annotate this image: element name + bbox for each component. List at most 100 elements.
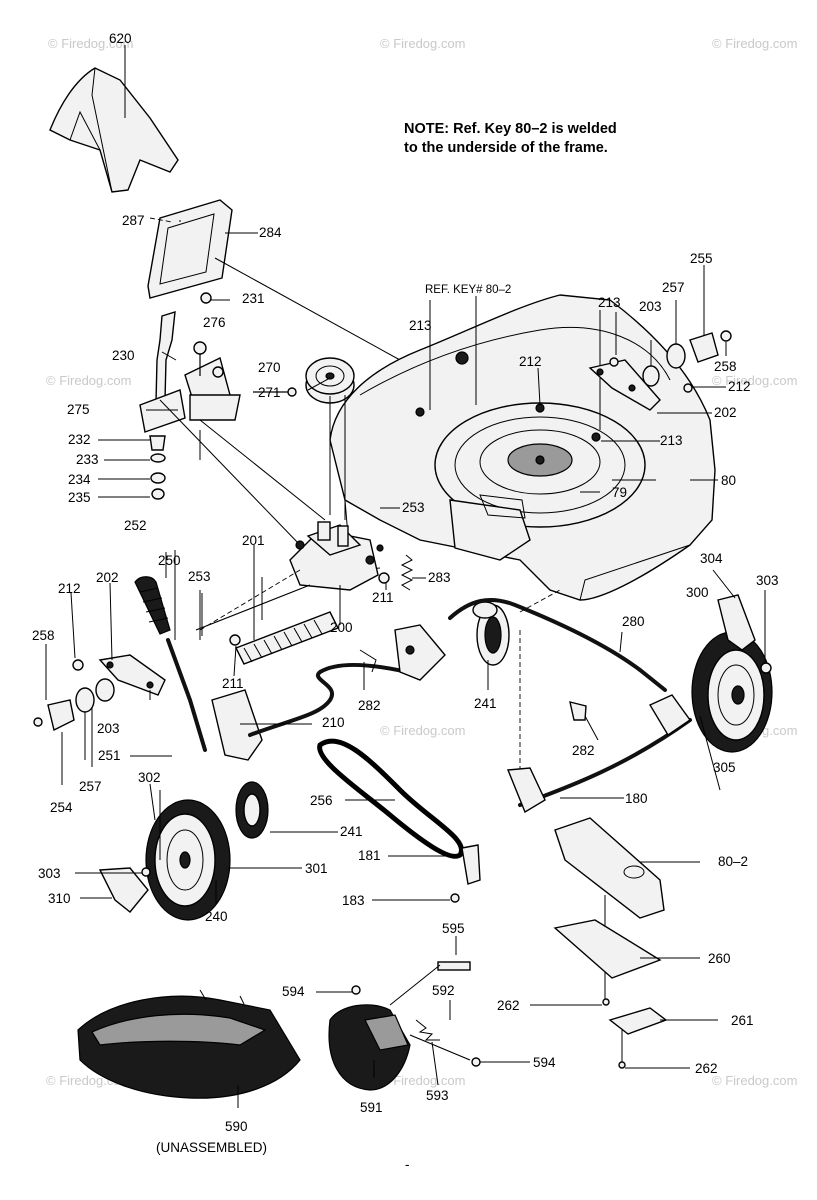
part-right-wheel-adjuster [588, 265, 732, 411]
part-310-bracket [98, 867, 151, 913]
callout-590: 590 [225, 1119, 248, 1134]
footer-mark: - [405, 1157, 410, 1172]
callout-231: 231 [242, 291, 265, 306]
callout-212: 212 [728, 379, 751, 394]
part-284-rear-door [147, 199, 401, 361]
callout-280: 280 [622, 614, 645, 629]
callout-labels: 620 287 284 231 276 230 270 271 275 232 … [32, 31, 779, 1172]
callout-unassembled: (UNASSEMBLED) [156, 1140, 267, 1155]
callout-257: 257 [662, 280, 685, 295]
part-620-bag-frame [49, 45, 179, 193]
callout-241: 241 [474, 696, 497, 711]
callout-275: 275 [67, 402, 90, 417]
watermark: © Firedog.com [712, 1073, 797, 1088]
callout-258: 258 [32, 628, 55, 643]
part-300-rear-wheel [691, 594, 773, 753]
callout-213: 213 [660, 433, 683, 448]
callout-232: 232 [68, 432, 91, 447]
callout-253: 253 [402, 500, 425, 515]
callout-234: 234 [68, 472, 91, 487]
callout-591: 591 [360, 1100, 383, 1115]
part-283-spring [229, 554, 414, 646]
callout-305: 305 [713, 760, 736, 775]
callout-200: 200 [330, 620, 353, 635]
callout-212: 212 [519, 354, 542, 369]
part-80-mower-deck [329, 294, 716, 601]
callout-80: 80 [721, 473, 736, 488]
part-height-adjuster-left [139, 292, 326, 546]
callout-594: 594 [533, 1055, 556, 1070]
callout-233: 233 [76, 452, 99, 467]
callout-203: 203 [639, 299, 662, 314]
callout-255: 255 [690, 251, 713, 266]
callout-210: 210 [322, 715, 345, 730]
part-181-bracket [450, 844, 481, 903]
callout-183: 183 [342, 893, 365, 908]
part-591-chute [328, 961, 481, 1091]
callout-250: 250 [158, 553, 181, 568]
part-200-transmission [199, 521, 384, 631]
callout-262: 262 [497, 998, 520, 1013]
callout-213: 213 [409, 318, 432, 333]
watermark: © Firedog.com [48, 36, 133, 51]
callout-252: 252 [124, 518, 147, 533]
part-261-bracket [602, 998, 668, 1069]
part-left-wheel-adjuster [33, 654, 166, 760]
callout-212: 212 [58, 581, 81, 596]
callout-211: 211 [372, 590, 394, 605]
watermark: © Firedog.com [712, 373, 797, 388]
watermark: © Firedog.com [380, 723, 465, 738]
callout-230: 230 [112, 348, 135, 363]
part-201-spring-axle [195, 545, 339, 665]
callout-276: 276 [203, 315, 226, 330]
callout-201: 201 [242, 533, 265, 548]
callout-302: 302 [138, 770, 161, 785]
callout-283: 283 [428, 570, 451, 585]
callout-203: 203 [97, 721, 120, 736]
watermark: © Firedog.com [712, 36, 797, 51]
callout-80-2: 80–2 [718, 854, 748, 869]
callout-301: 301 [305, 861, 328, 876]
part-210-cable [248, 624, 446, 737]
callout-257: 257 [79, 779, 102, 794]
callout-593: 593 [426, 1088, 449, 1103]
callout-595: 595 [442, 921, 465, 936]
callout-202: 202 [96, 570, 119, 585]
callout-310: 310 [48, 891, 71, 906]
part-590-grass-bag [77, 989, 301, 1099]
part-180-rear-axle [506, 694, 692, 814]
callout-180: 180 [625, 791, 648, 806]
callout-303: 303 [38, 866, 61, 881]
callout-254: 254 [50, 800, 73, 815]
callout-304: 304 [700, 551, 723, 566]
callout-594: 594 [282, 984, 305, 999]
part-250-drive-lever [134, 550, 263, 761]
callout-270: 270 [258, 360, 281, 375]
watermark: © Firedog.com [380, 36, 465, 51]
callout-235: 235 [68, 490, 91, 505]
callout-260: 260 [708, 951, 731, 966]
callout-202: 202 [714, 405, 737, 420]
watermark: © Firedog.com [380, 1073, 465, 1088]
ref-key-label: REF. KEY# 80–2 [425, 284, 511, 296]
callout-79: 79 [612, 485, 627, 500]
callout-303: 303 [756, 573, 779, 588]
note-line-2: to the underside of the frame. [404, 140, 608, 156]
callout-620: 620 [109, 31, 132, 46]
callout-262: 262 [695, 1061, 718, 1076]
part-256-belt [317, 738, 465, 859]
callout-282: 282 [572, 743, 595, 758]
callout-261: 261 [731, 1013, 754, 1028]
callout-240: 240 [205, 909, 228, 924]
callout-241: 241 [340, 824, 363, 839]
callout-592: 592 [432, 983, 455, 998]
callout-253: 253 [188, 569, 211, 584]
callout-213: 213 [598, 295, 621, 310]
callout-287: 287 [122, 213, 145, 228]
callout-258: 258 [714, 359, 737, 374]
callout-211: 211 [222, 676, 244, 691]
part-241-gear-upper [472, 601, 510, 666]
callout-256: 256 [310, 793, 333, 808]
